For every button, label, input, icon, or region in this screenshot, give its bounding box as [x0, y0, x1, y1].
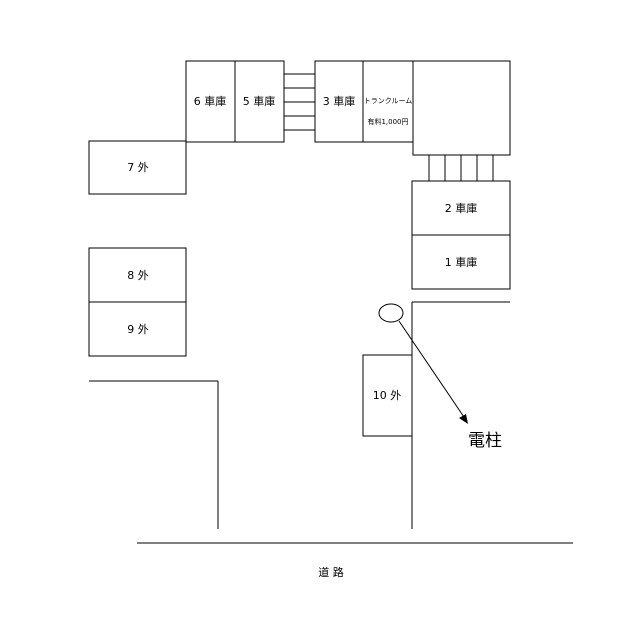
- left-boundary: [89, 380, 219, 529]
- utility-pole-label: 電柱: [468, 431, 502, 451]
- space-7-outdoor: [88, 140, 187, 195]
- space-8-label: 8 外: [127, 269, 149, 282]
- arrow-head: [459, 414, 468, 424]
- walkway-connector-right: [428, 155, 494, 181]
- space-9-outdoor: [88, 301, 187, 357]
- space-1-label: 1 車庫: [445, 255, 478, 269]
- utility-pole-marker: [378, 303, 404, 323]
- space-2-garage: [411, 180, 511, 236]
- space-9-label: 9 外: [127, 323, 149, 336]
- trunk-room-price: 有料1,000円: [367, 117, 408, 126]
- space-5-label: 5 車庫: [243, 94, 276, 108]
- right-boundary: [411, 301, 510, 529]
- trunk-room: [362, 60, 414, 143]
- space-8-outdoor: [88, 247, 187, 303]
- space-10-label: 10 外: [373, 389, 402, 402]
- space-2-label: 2 車庫: [445, 201, 478, 215]
- space-3-label: 3 車庫: [323, 94, 356, 108]
- space-10-outdoor: [362, 354, 413, 437]
- utility-pole-arrow: [398, 320, 467, 421]
- space-5-garage: [234, 60, 285, 143]
- walkway-connector-top: [284, 73, 315, 131]
- space-7-label: 7 外: [127, 161, 149, 174]
- space-6-label: 6 車庫: [194, 94, 227, 108]
- space-3-garage: [314, 60, 364, 143]
- trunk-room-label: トランクルーム: [364, 97, 413, 105]
- space-6-garage: [185, 60, 236, 143]
- building-block: [412, 60, 511, 156]
- road-label: 道 路: [318, 565, 344, 579]
- space-1-garage: [411, 234, 511, 290]
